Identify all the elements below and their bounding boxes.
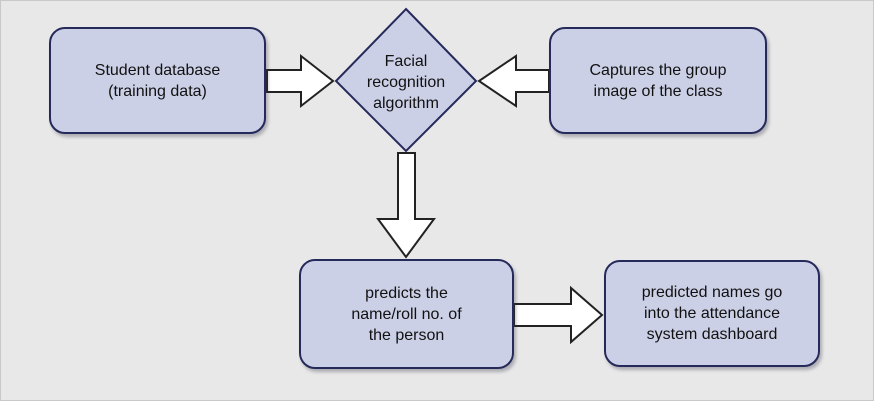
capture-image-label: Captures the group image of the class xyxy=(589,61,727,100)
capture-image-node: Captures the group image of the class xyxy=(549,27,767,134)
attendance-dashboard-node: predicted names go into the attendance s… xyxy=(604,260,820,367)
arrow-algorithm-to-predict xyxy=(376,152,436,259)
predict-name-label: predicts the name/roll no. of the person xyxy=(351,284,462,344)
predict-name-node: predicts the name/roll no. of the person xyxy=(299,259,514,369)
arrow-predict-to-dashboard xyxy=(513,285,604,345)
arrow-db-to-algorithm xyxy=(266,53,335,109)
facial-recognition-diamond xyxy=(334,7,478,153)
facial-recognition-label: Facial recognition algorithm xyxy=(366,52,446,112)
student-database-label: Student database (training data) xyxy=(94,61,221,100)
arrow-capture-to-algorithm xyxy=(477,54,550,108)
student-database-node: Student database (training data) xyxy=(49,27,266,134)
attendance-dashboard-label: predicted names go into the attendance s… xyxy=(641,284,783,343)
